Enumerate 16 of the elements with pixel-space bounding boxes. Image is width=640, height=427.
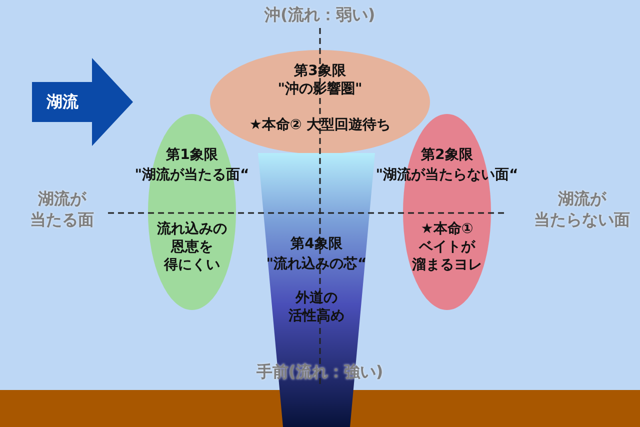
arrow-label: 湖流 <box>46 93 78 111</box>
direction-label: 湖流が当たらない面 <box>534 188 630 230</box>
zone-name: "湖流が当たらない面“ <box>376 166 518 184</box>
quadrant-number: 第3象限 <box>294 62 346 80</box>
zone-name: "流れ込みの芯“ <box>266 255 367 273</box>
quadrant-number: 第2象限 <box>421 146 473 164</box>
quadrant-number: 第1象限 <box>166 146 218 164</box>
zone-note: 流れ込みの恩恵を得にくい <box>157 220 227 274</box>
zone-name: "沖の影響圏" <box>278 80 362 98</box>
zone-name: "湖流が当たる面“ <box>134 166 250 184</box>
quadrant-number: 第4象限 <box>290 235 342 253</box>
direction-label: 沖(流れ：弱い) <box>264 4 376 25</box>
zone-note: ★本命② 大型回遊待ち <box>249 116 391 134</box>
direction-label: 湖流が当たる面 <box>30 188 94 230</box>
zone-note: 外道の活性高め <box>288 289 344 325</box>
zone-note: ★本命①ベイトが溜まるヨレ <box>412 220 482 274</box>
